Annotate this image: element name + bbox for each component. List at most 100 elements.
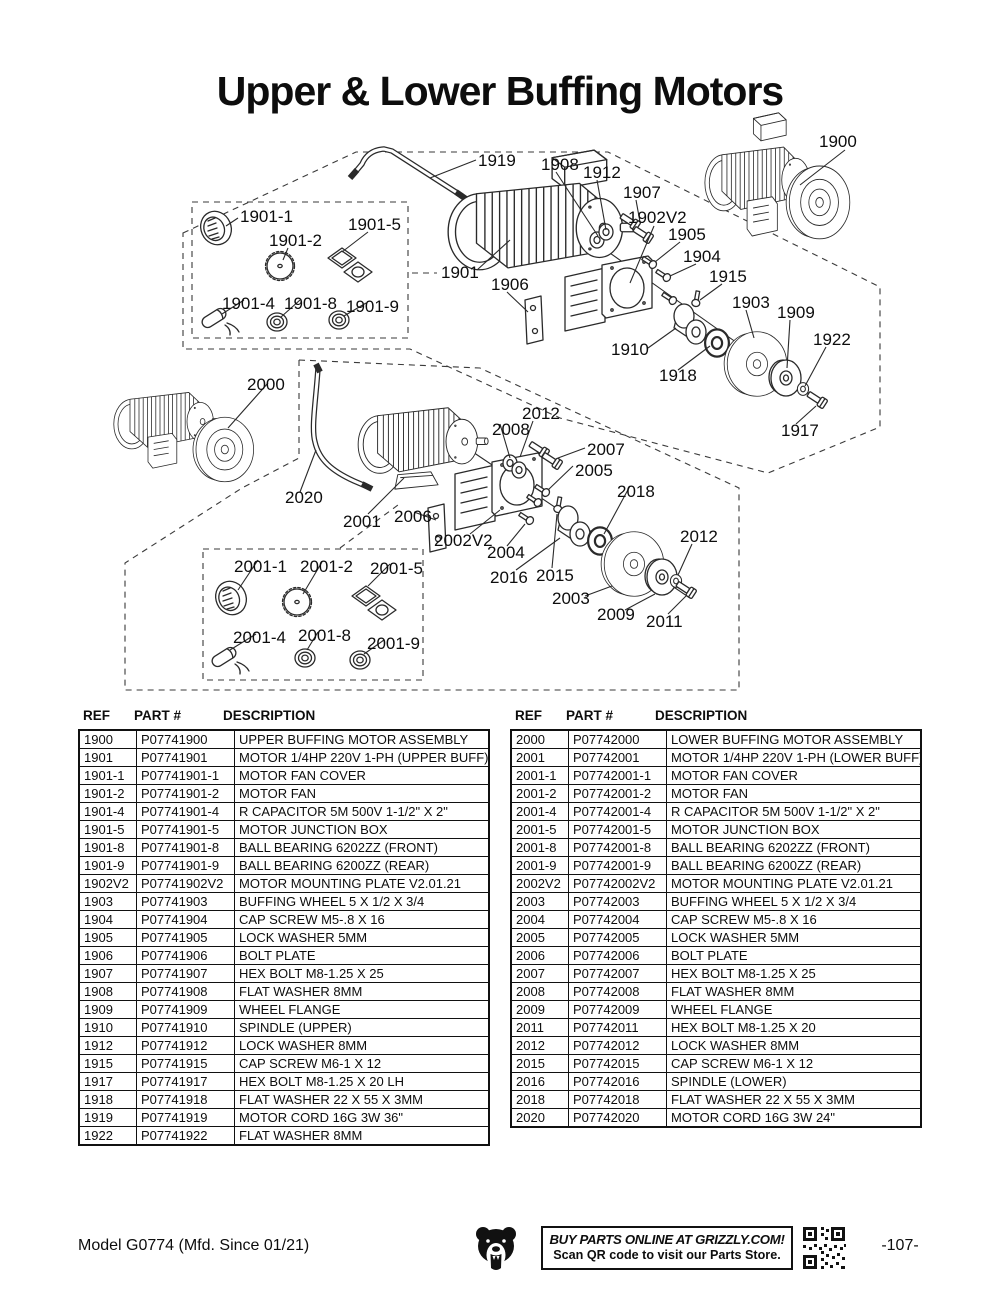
part-number-cell: P07741917 [136,1072,235,1091]
ref-cell: 1903 [78,892,137,911]
table-header-row: REF PART # DESCRIPTION [78,705,490,729]
ref-cell: 1901-4 [78,802,137,821]
banner-subline: Scan QR code to visit our Parts Store. [553,1248,781,1262]
part-label-2001-5: 2001-5 [370,559,423,578]
part-number-cell: P07742004 [568,910,667,929]
description-cell: CAP SCREW M6-1 X 12 [234,1054,490,1073]
part-number-cell: P07741900 [136,729,235,749]
part-number-cell: P07742002V2 [568,874,667,893]
ref-cell: 1901-1 [78,766,137,785]
ref-cell: 2020 [510,1108,569,1128]
description-cell: MOTOR 1/4HP 220V 1-PH (UPPER BUFF) [234,748,490,767]
ref-cell: 1905 [78,928,137,947]
description-cell: FLAT WASHER 22 X 55 X 3MM [234,1090,490,1109]
part-label-2001-4: 2001-4 [233,628,286,647]
part-number-cell: P07741906 [136,946,235,965]
part-label-1901-9: 1901-9 [346,297,399,316]
description-cell: R CAPACITOR 5M 500V 1-1/2" X 2" [234,802,490,821]
part-label-1907: 1907 [623,183,661,202]
ref-cell: 2001-4 [510,802,569,821]
description-cell: BOLT PLATE [666,946,922,965]
ref-cell: 1901-8 [78,838,137,857]
part-number-cell: P07742012 [568,1036,667,1055]
part-column-header: PART # [566,708,614,723]
description-cell: BUFFING WHEEL 5 X 1/2 X 3/4 [234,892,490,911]
part-label-2007: 2007 [587,440,625,459]
model-footer-text: Model G0774 (Mfd. Since 01/21) [78,1237,310,1254]
part-number-cell: P07742001 [568,748,667,767]
description-cell: BALL BEARING 6202ZZ (FRONT) [666,838,922,857]
description-cell: HEX BOLT M8-1.25 X 20 [666,1018,922,1037]
part-label-1901-2: 1901-2 [269,231,322,250]
ref-cell: 1901-5 [78,820,137,839]
part-number-cell: P07742020 [568,1108,667,1128]
description-cell: HEX BOLT M8-1.25 X 25 [234,964,490,983]
part-label-2000: 2000 [247,375,285,394]
part-number-cell: P07741912 [136,1036,235,1055]
description-cell: BALL BEARING 6200ZZ (REAR) [234,856,490,875]
part-number-cell: P07741905 [136,928,235,947]
part-label-1917: 1917 [781,421,819,440]
description-cell: SPINDLE (LOWER) [666,1072,922,1091]
part-label-2012: 2012 [522,404,560,423]
banner-headline: BUY PARTS ONLINE AT GRIZZLY.COM! [549,1232,785,1247]
part-number-cell: P07741901-8 [136,838,235,857]
part-number-cell: P07741901-5 [136,820,235,839]
description-cell: LOCK WASHER 5MM [234,928,490,947]
description-cell: WHEEL FLANGE [234,1000,490,1019]
motor-cord-2020 [310,362,374,492]
ref-cell: 2016 [510,1072,569,1091]
description-cell: WHEEL FLANGE [666,1000,922,1019]
ref-cell: 2009 [510,1000,569,1019]
ref-cell: 1918 [78,1090,137,1109]
part-label-1922: 1922 [813,330,851,349]
ref-cell: 2008 [510,982,569,1001]
description-cell: CAP SCREW M5-.8 X 16 [666,910,922,929]
part-number-cell: P07742001-8 [568,838,667,857]
part-label-2001-8: 2001-8 [298,626,351,645]
part-number-cell: P07741901-1 [136,766,235,785]
description-cell: CAP SCREW M5-.8 X 16 [234,910,490,929]
part-number-cell: P07742001-2 [568,784,667,803]
part-label-1906: 1906 [491,275,529,294]
part-number-cell: P07741919 [136,1108,235,1127]
part-label-1909: 1909 [777,303,815,322]
motor-assembly-1900 [705,112,851,240]
lower-region-outline [124,359,740,691]
description-cell: LOCK WASHER 8MM [666,1036,922,1055]
part-number-cell: P07741907 [136,964,235,983]
description-cell: R CAPACITOR 5M 500V 1-1/2" X 2" [666,802,922,821]
ref-cell: 1917 [78,1072,137,1091]
ref-cell: 2002V2 [510,874,569,893]
description-cell: BUFFING WHEEL 5 X 1/2 X 3/4 [666,892,922,911]
part-number-cell: P07741904 [136,910,235,929]
part-number-cell: P07741901-2 [136,784,235,803]
bolt-plate-1906 [524,295,544,345]
bolt-plate-2006 [427,503,447,553]
upper-region-outline [182,151,881,474]
part-label-2020: 2020 [285,488,323,507]
